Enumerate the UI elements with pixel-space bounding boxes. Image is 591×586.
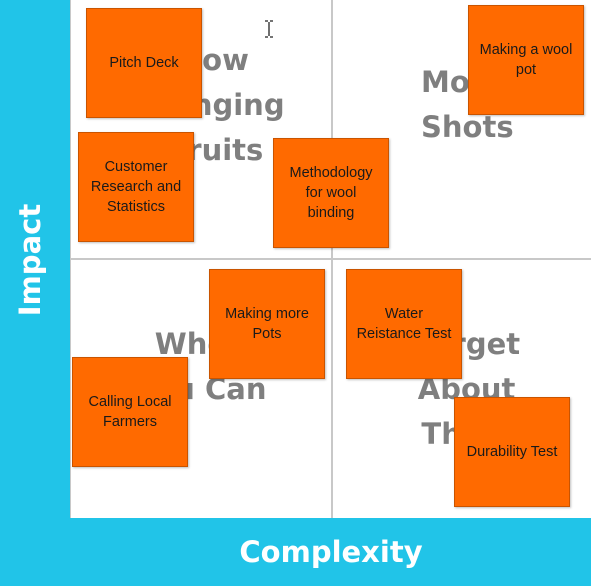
sticky-note[interactable]: Customer Research and Statistics: [78, 132, 194, 242]
sticky-note[interactable]: Durability Test: [454, 397, 570, 507]
y-axis-bar: [0, 0, 70, 586]
sticky-note[interactable]: Making a wool pot: [468, 5, 584, 115]
sticky-note[interactable]: Calling Local Farmers: [72, 357, 188, 467]
sticky-note[interactable]: Making more Pots: [209, 269, 325, 379]
x-axis-bar: [0, 518, 591, 586]
quadrant-line: Shots: [421, 110, 514, 144]
sticky-note[interactable]: Water Reistance Test: [346, 269, 462, 379]
y-axis-label: Impact: [13, 203, 47, 317]
x-axis-label: Complexity: [239, 535, 423, 569]
horizontal-divider: [70, 258, 591, 260]
text-cursor-icon: [265, 20, 273, 38]
sticky-note[interactable]: Pitch Deck: [86, 8, 202, 118]
sticky-note[interactable]: Methodology for wool binding: [273, 138, 389, 248]
